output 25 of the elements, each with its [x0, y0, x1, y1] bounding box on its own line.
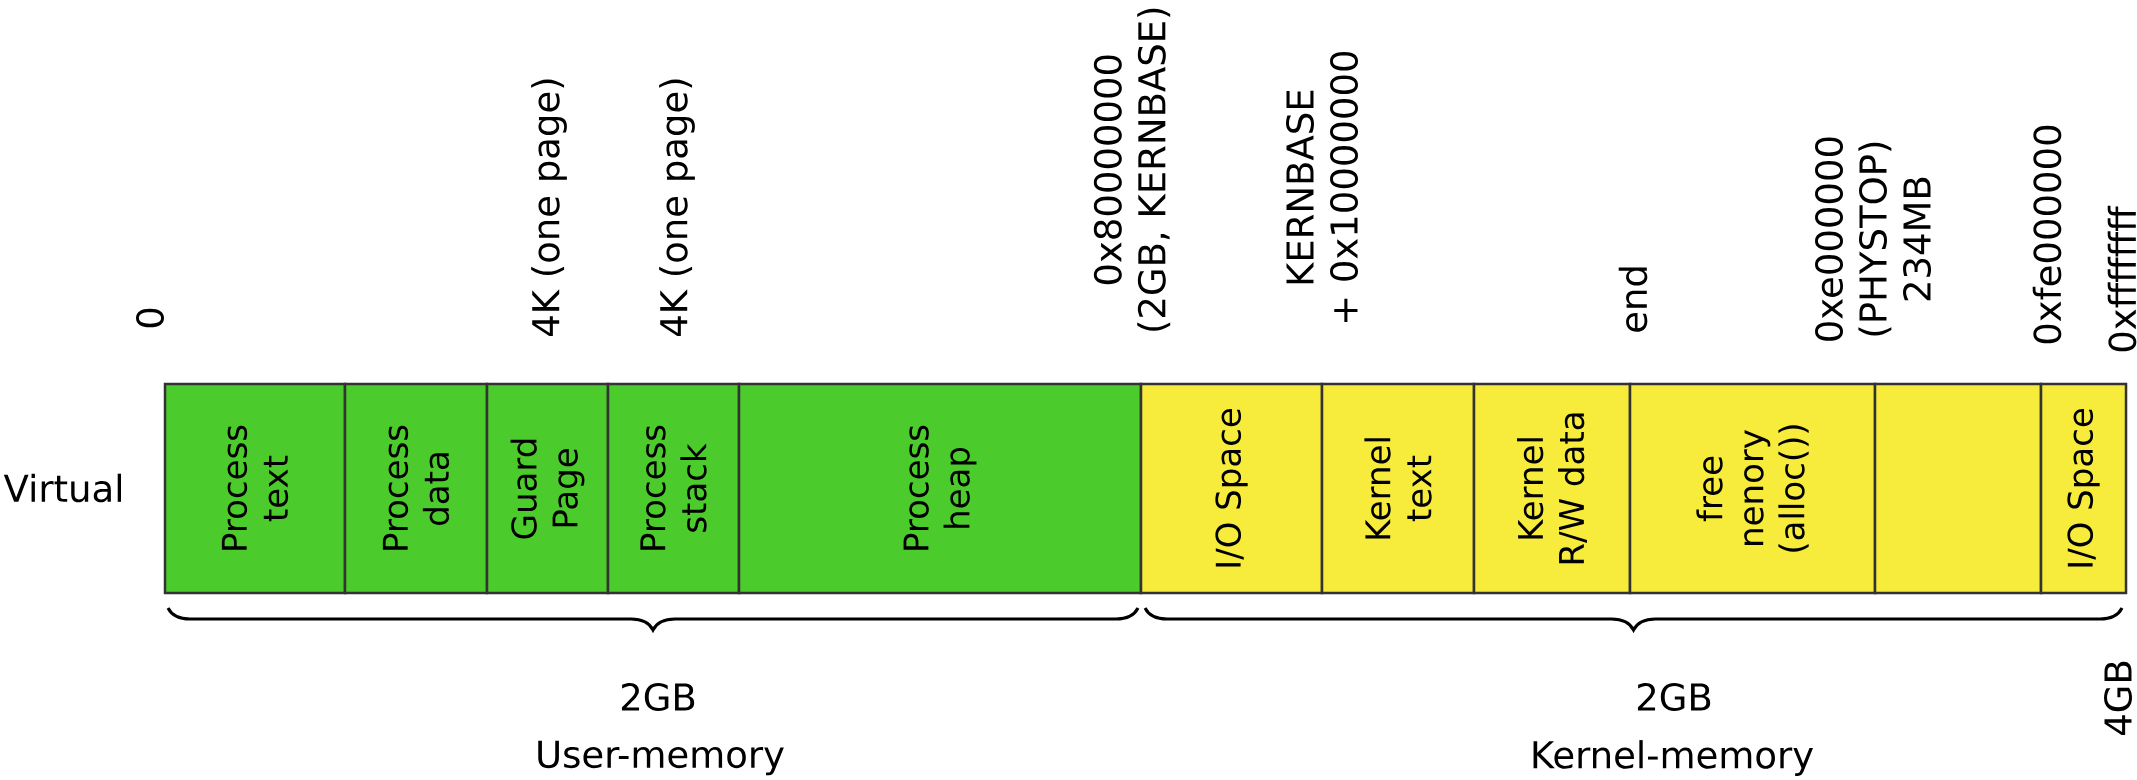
region-label: Kernel-memory: [1533, 740, 1813, 776]
memory-segment: I/O Space: [1139, 382, 1324, 595]
memory-segment: [1873, 382, 2043, 595]
address-label: 0xffffffff: [2107, 205, 2137, 352]
memory-segment: Process data: [343, 382, 489, 595]
size-label: 2GB: [1637, 683, 1711, 711]
region-label: User-memory: [538, 740, 784, 776]
row-label: Virtual: [3, 473, 122, 503]
size-label: 2GB: [621, 683, 695, 711]
address-label: 4K (one page): [531, 79, 567, 336]
address-label: 0xe000000 (PHYSTOP) 234MB: [1815, 137, 1931, 341]
memory-segment: Kernel R/W data: [1472, 382, 1632, 595]
memory-segment: Kernel text: [1320, 382, 1476, 595]
memory-segment: I/O Space: [2039, 382, 2128, 595]
size-label: 4GB: [2104, 661, 2132, 735]
address-label: 0xfe000000: [2032, 125, 2062, 344]
address-label: 0: [136, 308, 164, 328]
address-label: 4K (one page): [659, 79, 695, 336]
address-label: end: [1618, 267, 1648, 332]
memory-segment: free nenory (alloc()): [1628, 382, 1877, 595]
address-label: 0x80000000 (2GB, KERNBASE): [1093, 8, 1171, 331]
memory-segment: Process stack: [606, 382, 741, 595]
memory-segment: Process text: [163, 382, 347, 595]
address-label: KERNBASE + 0x10000000: [1286, 51, 1358, 322]
memory-segment: Guard Page: [485, 382, 610, 595]
